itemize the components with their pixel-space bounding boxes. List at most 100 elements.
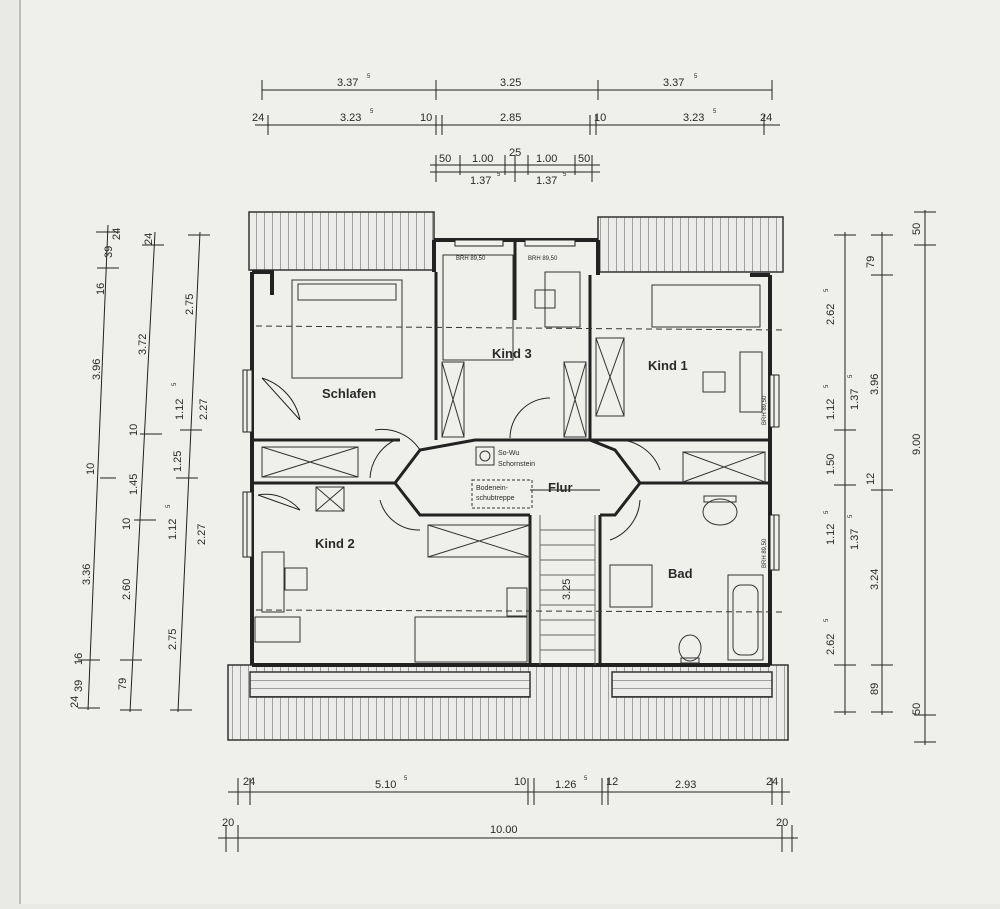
bottom-dimension-labels: 24 5.10 5 10 1.26 5 12 2.93 24 20 10.00 … <box>222 776 788 836</box>
dim-right-c2-396: 3.96 <box>869 374 881 395</box>
dim-left-mid-260: 2.60 <box>121 579 133 600</box>
dim-top-3-c: 25 <box>509 147 521 159</box>
dim-top-3-d: 1.00 <box>536 153 557 165</box>
chimney-label-1: So-Wu <box>498 450 519 457</box>
bottom-dimensions <box>218 778 798 852</box>
dim-top-1-c: 3.37 <box>663 77 684 89</box>
doors <box>257 377 661 541</box>
dim-right-c2-324: 3.24 <box>869 569 881 590</box>
dim-top-2-b: 3.23 <box>340 112 361 124</box>
dim-top-1-c-sup: 5 <box>694 74 698 80</box>
dim-bottom-1-a: 24 <box>243 776 255 788</box>
dim-right-c2-79: 79 <box>865 256 877 268</box>
chimney-label-2: Schornstein <box>498 461 535 468</box>
top-dimensions <box>255 80 780 182</box>
dim-bottom-1-g: 24 <box>766 776 778 788</box>
dim-right-c2-137a: 1.37 <box>849 389 861 410</box>
dim-bottom-1-e: 12 <box>606 776 618 788</box>
dim-left-outer-39b: 39 <box>73 680 85 692</box>
dim-top-3-e: 50 <box>578 153 590 165</box>
dim-right-c2-89: 89 <box>869 683 881 695</box>
top-dimension-labels: 3.37 3.25 3.37 5 5 24 3.23 10 2.85 10 3.… <box>252 74 772 187</box>
dim-top-2-g: 24 <box>760 112 772 124</box>
dim-bottom-1-b: 5.10 <box>375 779 396 791</box>
dim-left-inner-112a-sup: 5 <box>172 382 178 386</box>
dim-left-outer-336: 3.36 <box>81 564 93 585</box>
dim-left-outer-10: 10 <box>85 463 97 475</box>
room-label-bad: Bad <box>668 566 693 581</box>
dim-bottom-2-a: 20 <box>222 817 234 829</box>
left-dimension-labels: 16 39 24 3.96 10 3.36 16 39 24 24 3.72 1… <box>69 228 210 708</box>
dim-left-inner2-227b: 2.27 <box>196 524 208 545</box>
dim-top-1-b: 3.25 <box>500 77 521 89</box>
dim-right-c2-137b-sup: 5 <box>848 514 854 518</box>
dim-right-c1-262b-sup: 5 <box>824 618 830 622</box>
windows <box>242 239 780 571</box>
attic-stair-label-1: Bodenein- <box>476 485 509 492</box>
dim-left-outer-24a: 24 <box>111 228 123 240</box>
dim-top-3-b: 1.00 <box>472 153 493 165</box>
dim-top-3-g: 1.37 <box>536 175 557 187</box>
dim-left-outer-24b: 24 <box>69 696 81 708</box>
window-sill-label-3: BRH 89,50 <box>762 395 768 425</box>
dim-right-c1-112b: 1.12 <box>825 524 837 545</box>
room-label-flur: Flur <box>548 480 573 495</box>
annotations: So-Wu Schornstein Bodenein- schubtreppe … <box>456 256 768 600</box>
dim-right-c1-112a-sup: 5 <box>824 384 830 388</box>
dim-bottom-1-d-sup: 5 <box>584 776 588 782</box>
right-dimension-labels: 2.62 1.12 1.50 1.12 2.62 5 5 5 5 79 1.37… <box>824 223 923 715</box>
dim-right-c3-50b: 50 <box>911 703 923 715</box>
dim-top-1-a-sup: 5 <box>367 74 371 80</box>
attic-stair-label-2: schubtreppe <box>476 495 515 502</box>
roof-hatch <box>227 211 789 741</box>
room-label-kind1: Kind 1 <box>648 358 688 373</box>
kneewall-lines <box>255 325 786 613</box>
dim-top-3-g-sup: 5 <box>563 172 567 178</box>
dim-bottom-1-f: 2.93 <box>675 779 696 791</box>
dim-bottom-2-c: 20 <box>776 817 788 829</box>
dim-left-mid-10b: 10 <box>121 518 133 530</box>
dim-left-inner-275b: 2.75 <box>167 629 179 650</box>
dim-left-inner-125: 1.25 <box>172 451 184 472</box>
dim-bottom-1-d: 1.26 <box>555 779 576 791</box>
dim-right-c2-137a-sup: 5 <box>848 374 854 378</box>
left-dimensions <box>78 224 210 713</box>
dim-right-c1-112b-sup: 5 <box>824 510 830 514</box>
dim-top-3-f: 1.37 <box>470 175 491 187</box>
right-dimensions <box>834 210 936 745</box>
dim-bottom-2-b: 10.00 <box>490 824 518 836</box>
dim-left-mid-10a: 10 <box>128 424 140 436</box>
dim-left-outer-39: 39 <box>103 246 115 258</box>
dim-top-2-f: 3.23 <box>683 112 704 124</box>
dim-left-outer-16b: 16 <box>73 653 85 665</box>
room-label-kind3: Kind 3 <box>492 346 532 361</box>
room-label-kind2: Kind 2 <box>315 536 355 551</box>
dim-right-c2-12: 12 <box>865 473 877 485</box>
dim-left-mid-79: 79 <box>117 678 129 690</box>
dim-left-inner-112b: 1.12 <box>167 519 179 540</box>
dim-top-2-d: 2.85 <box>500 112 521 124</box>
dim-bottom-1-b-sup: 5 <box>404 776 408 782</box>
dim-right-c3-900: 9.00 <box>911 434 923 455</box>
dim-right-c1-150: 1.50 <box>825 454 837 475</box>
dim-top-3-f-sup: 5 <box>497 172 501 178</box>
dim-top-1-a: 3.37 <box>337 77 358 89</box>
dim-left-inner-275a: 2.75 <box>184 294 196 315</box>
dim-right-c1-112a: 1.12 <box>825 399 837 420</box>
dim-top-2-a: 24 <box>252 112 264 124</box>
window-sill-label-4: BRH 89,50 <box>762 538 768 568</box>
dim-left-mid-24: 24 <box>143 233 155 245</box>
dim-left-mid-145: 1.45 <box>128 474 140 495</box>
dim-top-2-c: 10 <box>420 112 432 124</box>
room-labels: Schlafen Kind 1 Kind 3 Kind 2 Flur Bad <box>315 346 693 581</box>
dim-right-c3-50a: 50 <box>911 223 923 235</box>
room-label-schlafen: Schlafen <box>322 386 376 401</box>
dim-left-inner-112b-sup: 5 <box>166 504 172 508</box>
furniture <box>254 254 766 665</box>
dim-top-2-b-sup: 5 <box>370 109 374 115</box>
dim-left-outer-396: 3.96 <box>91 359 103 380</box>
dim-right-c1-262b: 2.62 <box>825 634 837 655</box>
dim-left-mid-372: 3.72 <box>137 334 149 355</box>
dim-top-2-f-sup: 5 <box>713 109 717 115</box>
